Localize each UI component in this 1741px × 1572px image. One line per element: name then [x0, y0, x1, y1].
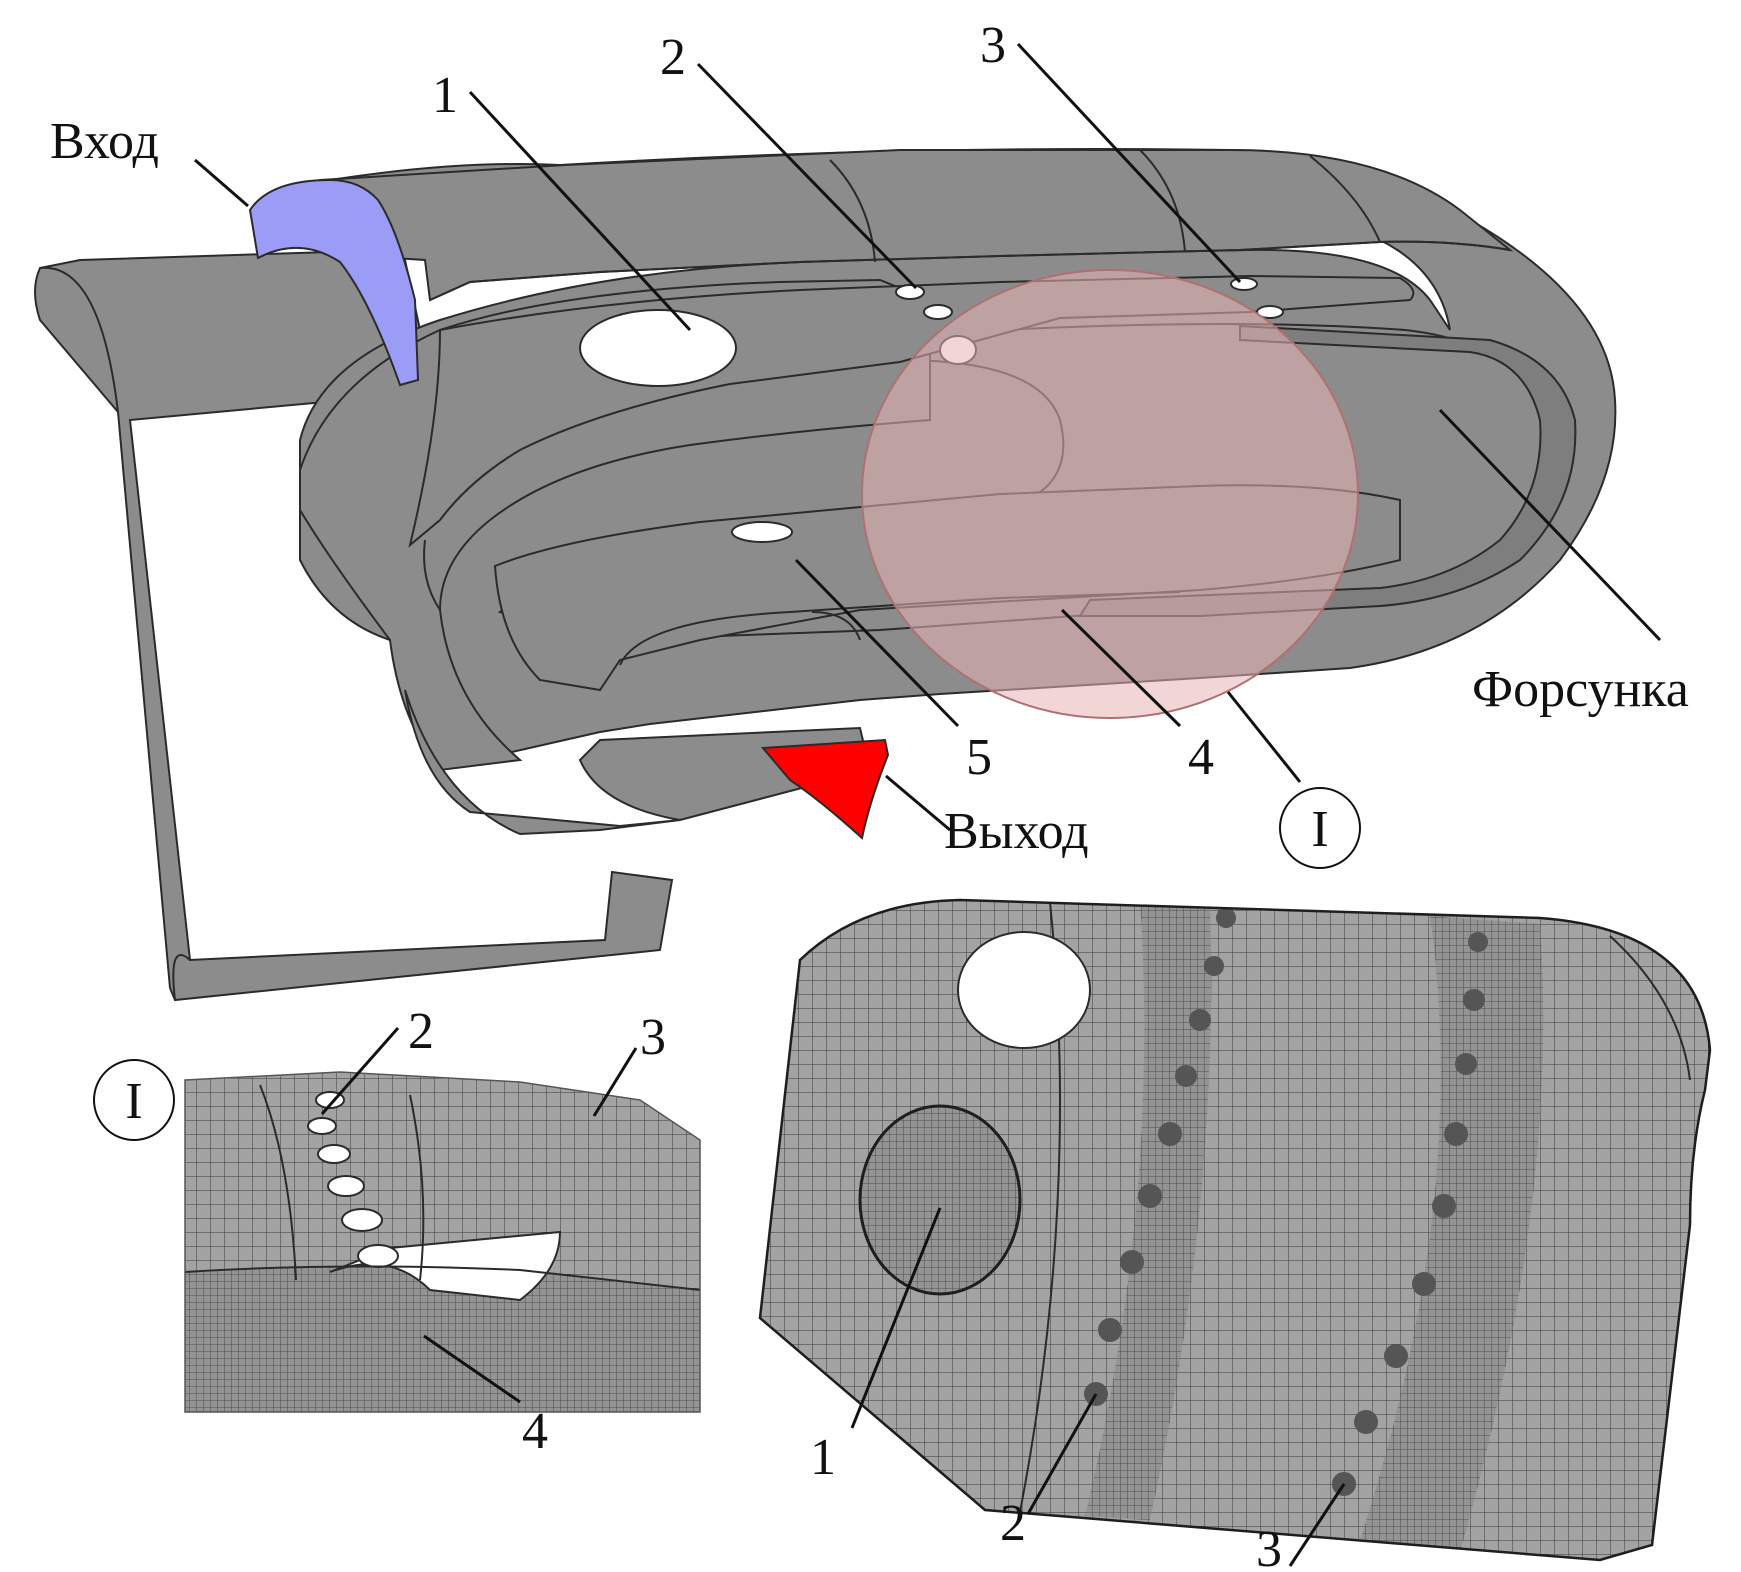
seam	[259, 1084, 297, 1281]
label-1-panel: 1	[810, 1429, 836, 1486]
panel-hole	[1216, 908, 1236, 928]
outlet-face	[760, 738, 890, 840]
detail-marker-bottom	[93, 1059, 175, 1141]
leader-4-top	[1060, 608, 1182, 728]
panel-hole	[1175, 1065, 1197, 1087]
panel-hole	[1354, 1410, 1378, 1434]
panel-hole-1	[858, 1104, 1022, 1296]
label-inlet: Вход	[50, 113, 159, 170]
panel-hole	[1432, 1194, 1456, 1218]
leader-1-top	[468, 90, 692, 332]
detail-hole	[307, 1117, 337, 1135]
seam	[1609, 935, 1691, 1081]
leader-5	[794, 558, 960, 728]
label-1-top: 1	[432, 67, 458, 124]
label-2-panel: 2	[1000, 1495, 1026, 1552]
edge	[619, 591, 1181, 666]
panel-hole	[1468, 932, 1488, 952]
label-2-detail: 2	[408, 1003, 434, 1060]
leader-detail-top	[1226, 691, 1302, 783]
detail-hole	[357, 1244, 399, 1268]
label-injector: Форсунка	[1472, 661, 1689, 718]
detail-holes	[307, 1091, 399, 1268]
panel-hole	[1455, 1053, 1477, 1075]
inlet-face	[248, 178, 420, 387]
detail-highlight-zone	[861, 269, 1359, 719]
label-outlet: Выход	[944, 803, 1089, 860]
detail-frame	[184, 1071, 701, 1413]
edge	[172, 954, 191, 1001]
panel-dense-band-3	[1360, 916, 1544, 1552]
leader-4-detail	[423, 1334, 521, 1404]
panel-hole	[1189, 1009, 1211, 1031]
leader-inlet	[194, 158, 249, 208]
edge	[299, 509, 391, 641]
edge	[39, 266, 119, 413]
hole-5	[731, 521, 793, 543]
edge	[811, 611, 861, 641]
edge	[429, 240, 1511, 301]
edge	[185, 1265, 700, 1291]
seam	[1309, 155, 1381, 243]
seam	[1139, 149, 1186, 253]
panel-outline	[758, 898, 1712, 1562]
detail-hole	[317, 1144, 351, 1164]
label-5: 5	[966, 729, 992, 786]
leader-2-panel	[1026, 1393, 1098, 1515]
leader-3-top	[1016, 42, 1242, 284]
detail-hole	[341, 1208, 383, 1232]
label-detail-top: I	[1311, 801, 1328, 858]
label-4-detail: 4	[522, 1403, 548, 1460]
detail-I-mesh: I 2 3 4	[93, 1003, 701, 1460]
seam	[829, 159, 876, 263]
hole-2-a	[895, 284, 925, 300]
panel-hole	[1444, 1122, 1468, 1146]
panel-holes-row-2	[1084, 908, 1236, 1406]
hole-3-a	[1230, 277, 1258, 291]
panel-hole	[1412, 1272, 1436, 1296]
top-annotations: Вход 1 2 3 Форсунка 4 5 Выход I	[50, 17, 1689, 869]
leader-2-top	[696, 62, 918, 290]
hole-3-b	[1256, 305, 1284, 319]
hole-1	[579, 309, 737, 387]
panel-mesh: 1 2 3	[758, 898, 1712, 1572]
panel-hole	[1384, 1344, 1408, 1368]
leader-injector	[1438, 408, 1662, 642]
label-4-top: 4	[1188, 729, 1214, 786]
panel-hole	[1204, 956, 1224, 976]
combustor-model	[34, 148, 1617, 1002]
leader-outlet	[885, 774, 951, 832]
edge	[423, 539, 441, 611]
label-3-panel: 3	[1256, 1521, 1282, 1572]
panel-hole	[1138, 1184, 1162, 1208]
panel-hole	[1098, 1318, 1122, 1342]
detail-hole	[327, 1175, 365, 1197]
panel-hole	[1158, 1122, 1182, 1146]
return-duct-bottom	[404, 689, 872, 836]
label-2-top: 2	[660, 29, 686, 86]
detail-marker-top	[1279, 787, 1361, 869]
detail-lower-mesh	[185, 1266, 700, 1412]
leader-1-panel	[850, 1207, 942, 1429]
label-detail-bottom: I	[125, 1073, 142, 1130]
seam	[409, 1094, 425, 1281]
panel-dense-band-2	[1085, 900, 1212, 1520]
panel-hole	[1463, 989, 1485, 1011]
label-3-top: 3	[980, 17, 1006, 74]
panel-hole	[1120, 1250, 1144, 1274]
leader-3-panel	[1288, 1483, 1346, 1567]
leader-3-detail	[592, 1047, 638, 1117]
leader-2-detail	[320, 1027, 400, 1115]
hole-2-b	[923, 304, 953, 320]
label-3-detail: 3	[640, 1009, 666, 1066]
panel-holes-row-3	[1332, 932, 1488, 1496]
panel-hole-upper	[957, 931, 1091, 1049]
